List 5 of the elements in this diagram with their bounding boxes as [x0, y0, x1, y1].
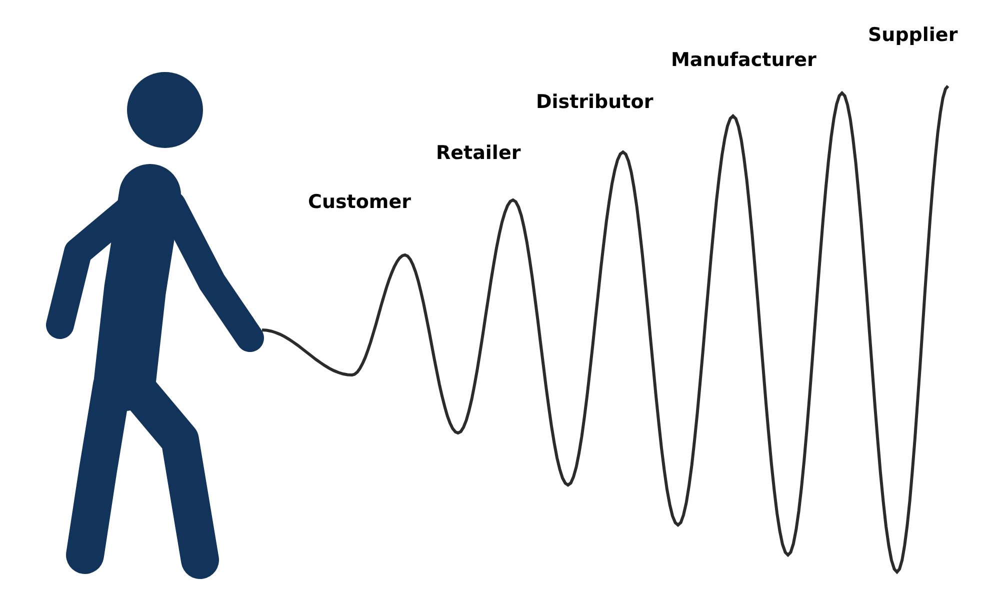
stage-label: Retailer: [436, 144, 521, 163]
stage-label: Supplier: [868, 26, 958, 45]
stage-label: Customer: [308, 193, 411, 212]
stage-label: Distributor: [536, 93, 654, 112]
stage-label: Manufacturer: [671, 51, 816, 70]
